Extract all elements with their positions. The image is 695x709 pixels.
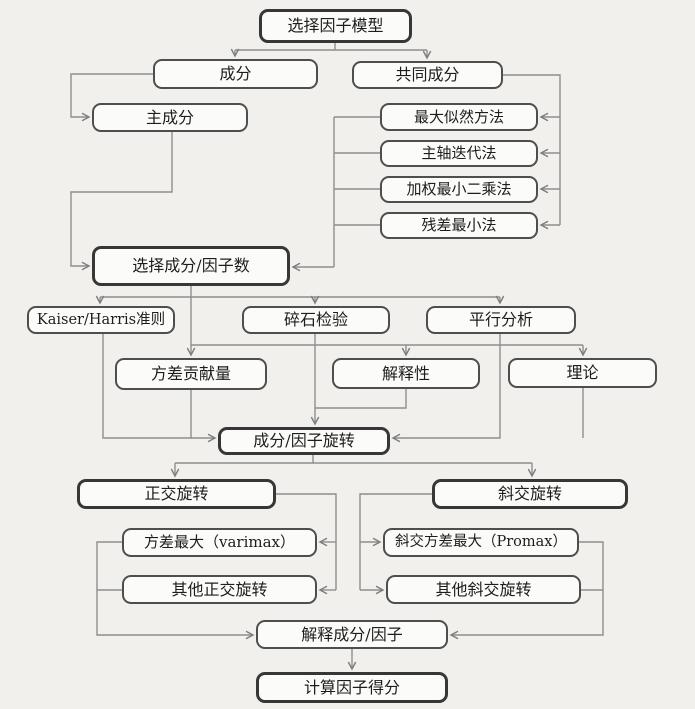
node-principal-axis-iteration: 主轴迭代法 xyxy=(380,140,538,167)
node-other-orthogonal-rotations: 其他正交旋转 xyxy=(122,575,317,604)
node-compute-factor-scores: 计算因子得分 xyxy=(256,672,448,703)
node-label: 其他斜交旋转 xyxy=(435,579,532,599)
node-minimum-residual: 残差最小法 xyxy=(380,212,538,239)
node-other-oblique-rotations: 其他斜交旋转 xyxy=(386,575,581,604)
node-label: 理论 xyxy=(566,363,599,382)
node-maximum-likelihood: 最大似然方法 xyxy=(380,103,538,131)
node-principal-component: 主成分 xyxy=(92,103,248,132)
edge-kaiser-rotation xyxy=(102,334,217,443)
node-varimax: 方差最大（varimax） xyxy=(122,528,317,557)
node-label: 加权最小二乘法 xyxy=(406,180,512,198)
node-interpret-factors: 解释成分/因子 xyxy=(256,620,448,649)
node-label: 碎石检验 xyxy=(283,310,348,329)
node-label: 正交旋转 xyxy=(144,484,209,503)
node-label: 方差贡献量 xyxy=(150,364,231,383)
edge-principal-nfactors xyxy=(70,132,173,271)
node-label: 计算因子得分 xyxy=(303,677,400,697)
edge-promax-interpret xyxy=(449,541,604,640)
node-scree-test: 碎石检验 xyxy=(242,306,390,334)
node-variance-contribution: 方差贡献量 xyxy=(115,358,267,390)
node-orthogonal-rotation: 正交旋转 xyxy=(77,479,276,509)
node-label: 共同成分 xyxy=(395,65,460,84)
node-label: 残差最小法 xyxy=(421,216,497,234)
node-oblique-rotation: 斜交旋转 xyxy=(432,479,628,509)
node-factor-rotation: 成分/因子旋转 xyxy=(218,427,390,455)
node-parallel-analysis: 平行分析 xyxy=(426,306,576,334)
node-select-number-of-factors: 选择成分/因子数 xyxy=(92,246,290,286)
node-component: 成分 xyxy=(153,59,318,89)
node-label: 主成分 xyxy=(145,107,194,127)
edge-parallel-rotation xyxy=(391,334,501,443)
node-theory: 理论 xyxy=(508,358,657,388)
node-label: 最大似然方法 xyxy=(413,107,504,126)
edge-common-channel xyxy=(503,74,561,225)
edge-orthogonal-channel xyxy=(276,493,337,590)
edge-interpretability-merge xyxy=(315,389,407,409)
edge-varimax-interpret xyxy=(96,541,255,640)
node-label: 解释性 xyxy=(381,363,430,383)
node-label: 成分/因子旋转 xyxy=(253,431,355,450)
node-weighted-least-squares: 加权最小二乘法 xyxy=(380,176,538,203)
edge-oblique-channel xyxy=(359,493,432,590)
node-select-factor-model: 选择因子模型 xyxy=(259,9,412,43)
node-label: 选择因子模型 xyxy=(287,16,384,35)
node-label: 斜交旋转 xyxy=(497,484,562,503)
node-promax: 斜交方差最大（Promax） xyxy=(383,528,579,557)
node-common-component: 共同成分 xyxy=(352,61,503,89)
node-label: 斜交方差最大（Promax） xyxy=(395,534,567,551)
node-label: 方差最大（varimax） xyxy=(143,533,295,551)
node-interpretability: 解释性 xyxy=(332,358,480,389)
node-label: 其他正交旋转 xyxy=(171,579,268,599)
node-label: 解释成分/因子 xyxy=(301,624,403,644)
node-label: 平行分析 xyxy=(468,310,533,329)
node-label: 主轴迭代法 xyxy=(421,144,497,162)
node-kaiser-harris-criterion: Kaiser/Harris准则 xyxy=(27,306,175,334)
node-label: 选择成分/因子数 xyxy=(132,256,250,275)
node-label: Kaiser/Harris准则 xyxy=(36,311,166,328)
edge-component-principal xyxy=(70,73,153,122)
node-label: 成分 xyxy=(219,64,252,83)
